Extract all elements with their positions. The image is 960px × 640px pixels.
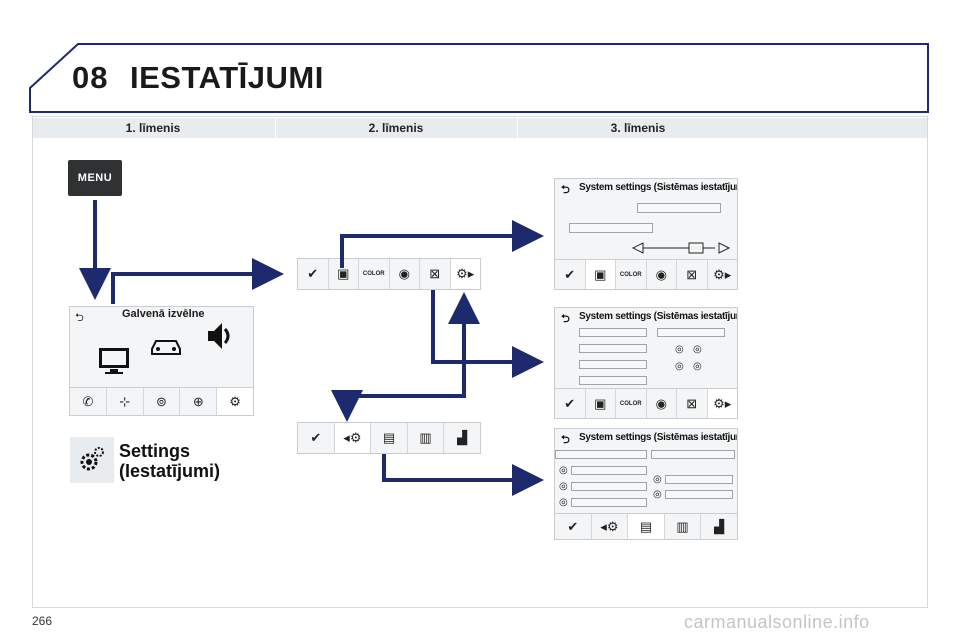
settings-label: Settings (Iestatījumi) (119, 441, 221, 481)
main-menu-panel: ⮌ Galvenā izvēlne ✆ ⊹ ⊚ ⊕ ⚙ (69, 306, 254, 416)
settings-back-icon[interactable]: ◂⚙ (333, 423, 371, 453)
signal-icon[interactable]: ▟ (443, 423, 480, 453)
content-frame (32, 116, 928, 608)
panel-title: System settings (Sistēmas iestatījumi) (579, 432, 737, 443)
display-icon[interactable]: ▣ (327, 259, 359, 289)
display-icon[interactable]: ▣ (584, 389, 616, 418)
option-radio-icon[interactable]: ◎ (559, 481, 568, 492)
chapter-title: IESTATĪJUMI (130, 60, 324, 95)
arrow-level2b-to-panel3 (382, 454, 544, 496)
option-radio-icon[interactable]: ◎ (693, 361, 702, 372)
system-settings-panel-2: ⮌ System settings (Sistēmas iestatījumi)… (554, 307, 738, 419)
option-radio-icon[interactable]: ◎ (559, 465, 568, 476)
media-icon[interactable]: ⊚ (142, 388, 180, 415)
back-icon[interactable]: ⮌ (561, 434, 570, 446)
bluetooth-phone-icon[interactable]: ✆ (82, 393, 94, 409)
car-icon[interactable] (148, 335, 184, 357)
option-radio-icon[interactable]: ◎ (675, 344, 684, 355)
back-icon[interactable]: ⮌ (561, 313, 570, 325)
storage-icon[interactable]: ▥ (406, 423, 444, 453)
setting-field[interactable] (651, 450, 735, 459)
option-radio-icon[interactable]: ◎ (675, 361, 684, 372)
panel-title: System settings (Sistēmas iestatījumi) (579, 311, 737, 322)
settings-icon[interactable]: ⚙ (216, 388, 253, 415)
arrow-main-to-level2 (111, 258, 284, 304)
level-3-heading: 3. līmenis (517, 118, 758, 138)
system-settings-icon[interactable]: ⚙▸ (706, 260, 738, 289)
display-icon[interactable]: ▣ (584, 260, 615, 289)
panel-title: System settings (Sistēmas iestatījumi) (579, 182, 737, 193)
header-frame (29, 43, 929, 113)
level2-toolbar-a: ✔ ▣ COLOR ◉ ⊠ ⚙▸ (297, 258, 481, 290)
watermark: carmanualsonline.info (684, 612, 870, 632)
units-icon[interactable]: ◉ (645, 260, 677, 289)
storage-icon[interactable]: ▥ (663, 514, 701, 539)
units-icon[interactable]: ◉ (645, 389, 677, 418)
panel2-toolbar: ✔ ▣ COLOR ◉ ⊠ ⚙▸ (554, 388, 738, 419)
page-number: 266 (32, 614, 53, 628)
main-menu-title: Galvenā izvēlne (122, 308, 205, 320)
keyboard-icon[interactable]: ▤ (627, 514, 664, 539)
setting-field[interactable] (571, 498, 647, 507)
speaker-icon[interactable] (204, 319, 234, 353)
settings-back-icon[interactable]: ◂⚙ (590, 514, 628, 539)
system-settings-panel-3: ⮌ System settings (Sistēmas iestatījumi)… (554, 428, 738, 540)
setting-field[interactable] (665, 490, 733, 499)
setting-field[interactable] (637, 203, 721, 213)
option-radio-icon[interactable]: ◎ (653, 489, 662, 500)
chapter-header: 08 IESTATĪJUMI (0, 0, 960, 116)
system-settings-icon[interactable]: ⚙▸ (449, 259, 480, 289)
panel3-toolbar: ✔ ◂⚙ ▤ ▥ ▟ (554, 513, 738, 540)
setting-field[interactable] (569, 223, 653, 233)
settings-gear-icon (70, 437, 114, 483)
signal-icon[interactable]: ▟ (700, 514, 737, 539)
monitor-icon[interactable] (98, 347, 130, 375)
panel1-toolbar: ✔ ▣ COLOR ◉ ⊠ ⚙▸ (554, 259, 738, 290)
color-icon[interactable]: COLOR (358, 259, 389, 289)
main-menu-toolbar: ✆ ⊹ ⊚ ⊕ ⚙ (69, 387, 254, 416)
arrow-to-level2b (331, 372, 466, 422)
setting-field[interactable] (579, 344, 647, 353)
arrow-level2-to-panel1 (340, 220, 544, 268)
system-settings-icon[interactable]: ⚙▸ (706, 389, 737, 418)
keyboard-icon[interactable]: ▤ (370, 423, 407, 453)
chapter-number: 08 (72, 60, 109, 95)
setting-field[interactable] (665, 475, 733, 484)
level2-toolbar-b: ✔ ◂⚙ ▤ ▥ ▟ (297, 422, 481, 454)
confirm-icon[interactable]: ✔ (307, 266, 319, 281)
setting-field[interactable] (579, 360, 647, 369)
level-header-bar: 1. līmenis 2. līmenis 3. līmenis (33, 118, 927, 138)
color-icon[interactable]: COLOR (615, 389, 646, 418)
setting-field[interactable] (579, 328, 647, 337)
setting-field[interactable] (657, 328, 725, 337)
setting-field[interactable] (571, 466, 647, 475)
confirm-icon[interactable]: ✔ (567, 518, 579, 534)
language-icon[interactable]: ⊠ (419, 259, 450, 289)
confirm-icon[interactable]: ✔ (310, 430, 322, 445)
navigation-icon[interactable]: ⊹ (105, 388, 143, 415)
level-2-heading: 2. līmenis (275, 118, 516, 138)
back-icon[interactable]: ⮌ (561, 184, 570, 196)
system-settings-panel-1: ⮌ System settings (Sistēmas iestatījumi)… (554, 178, 738, 290)
globe-icon[interactable]: ⊕ (179, 388, 216, 415)
language-icon[interactable]: ⊠ (676, 389, 707, 418)
slider-control[interactable] (631, 241, 731, 255)
level-1-heading: 1. līmenis (125, 121, 181, 135)
option-radio-icon[interactable]: ◎ (693, 344, 702, 355)
setting-field[interactable] (579, 376, 647, 385)
confirm-icon[interactable]: ✔ (564, 395, 576, 411)
color-icon[interactable]: COLOR (615, 260, 646, 289)
units-icon[interactable]: ◉ (388, 259, 420, 289)
option-radio-icon[interactable]: ◎ (653, 474, 662, 485)
setting-field[interactable] (555, 450, 647, 459)
setting-field[interactable] (571, 482, 647, 491)
confirm-icon[interactable]: ✔ (564, 266, 576, 282)
option-radio-icon[interactable]: ◎ (559, 497, 568, 508)
arrow-level2-to-panel2 (431, 290, 544, 378)
menu-button[interactable]: MENU (68, 160, 122, 196)
back-icon[interactable]: ⮌ (75, 312, 84, 324)
language-icon[interactable]: ⊠ (676, 260, 707, 289)
